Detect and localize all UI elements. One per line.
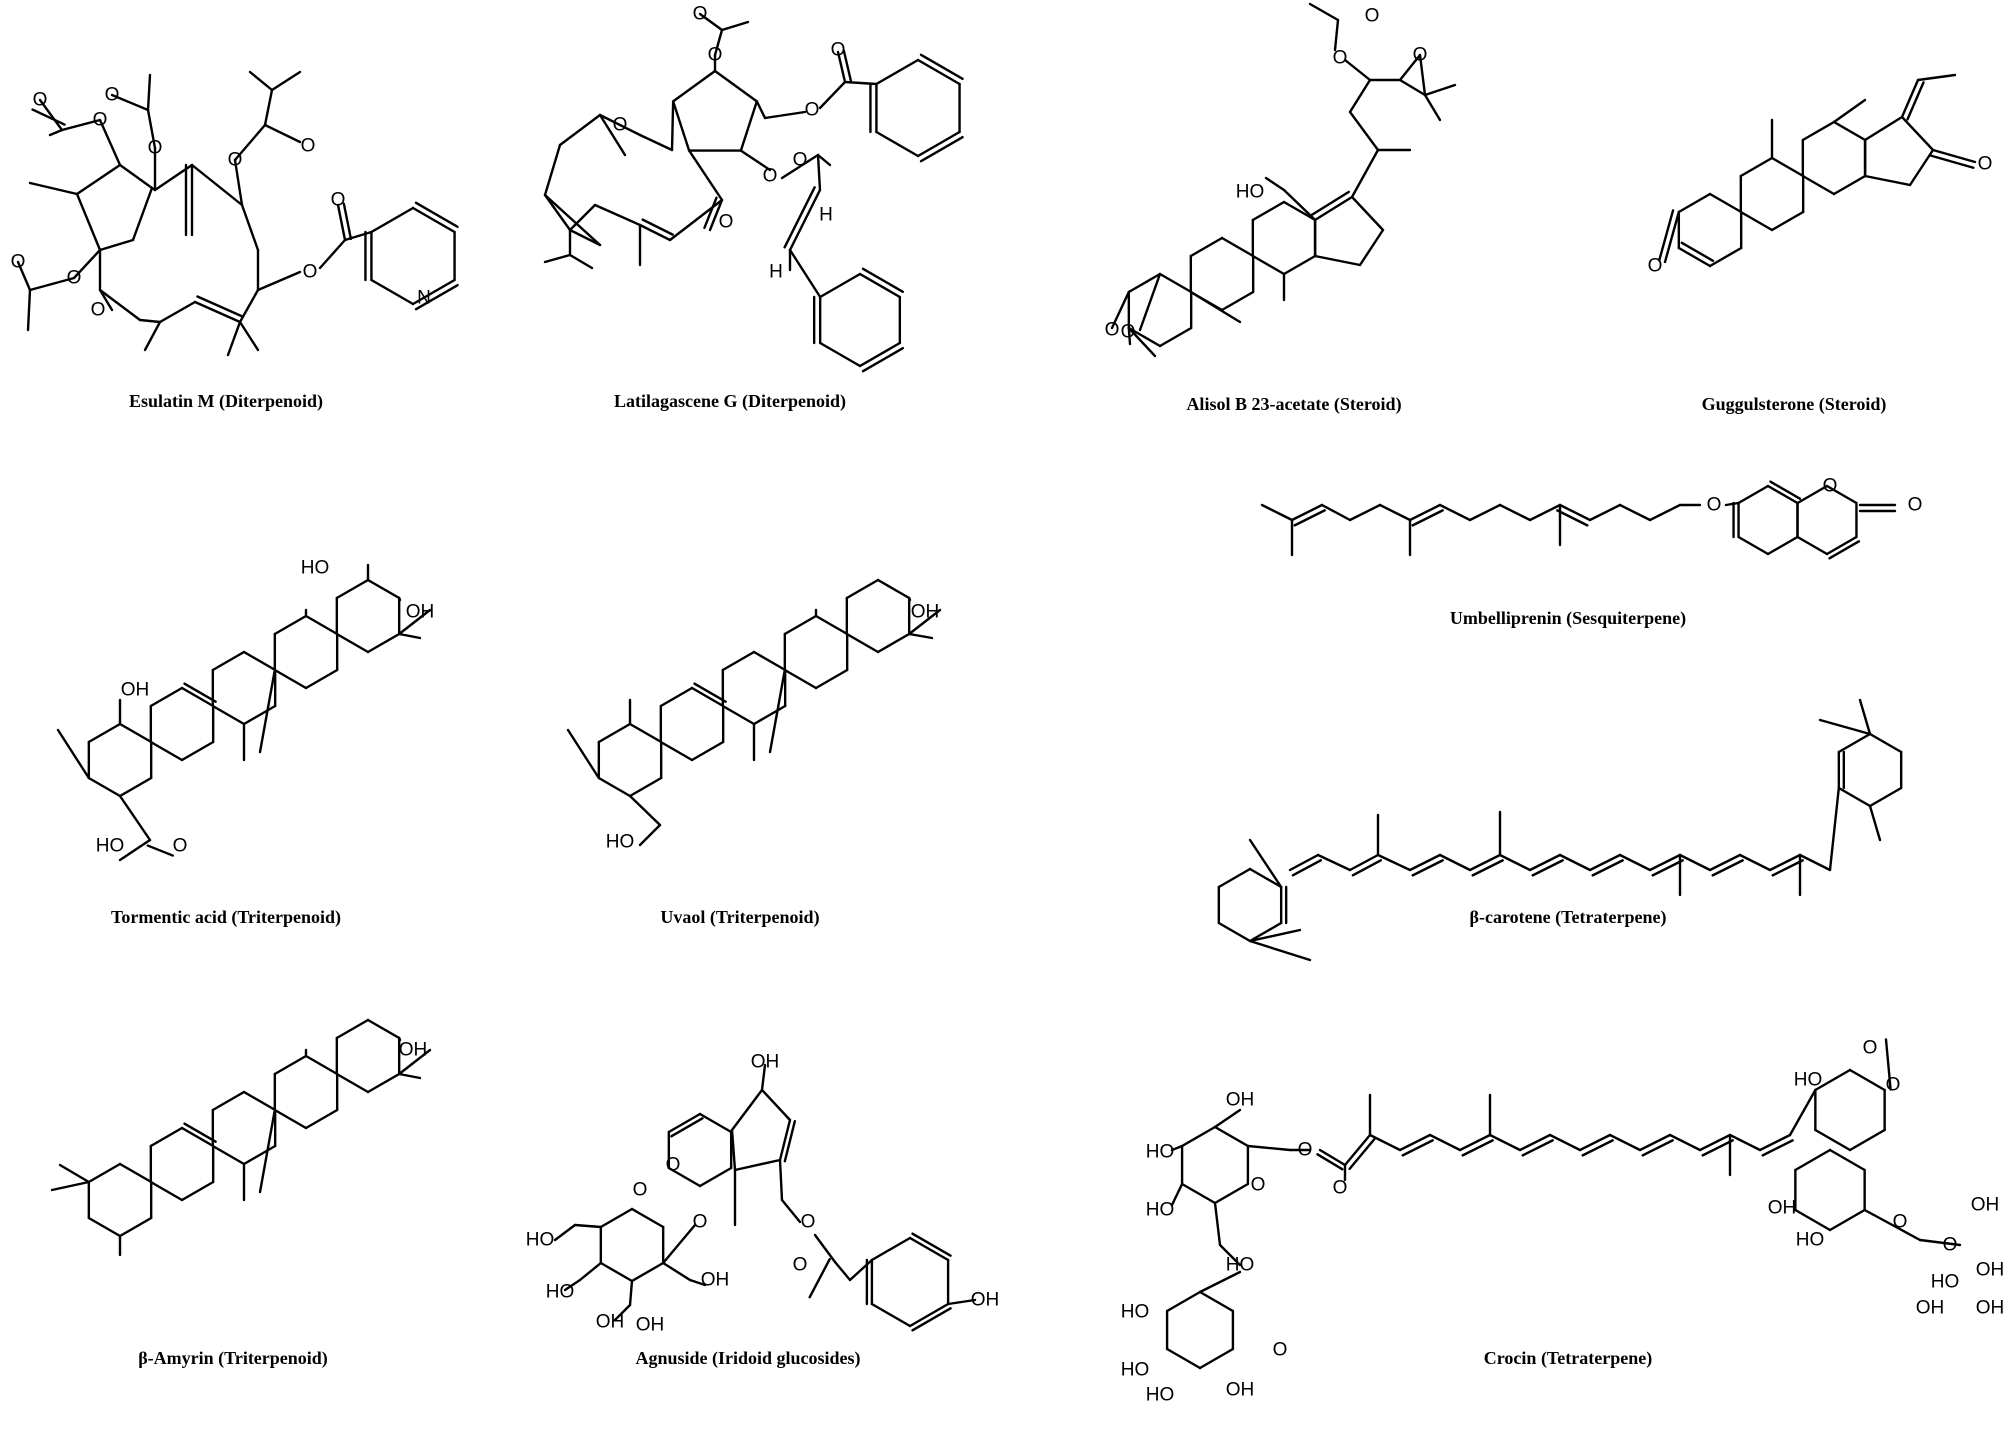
- atom-label: O: [1333, 48, 1348, 69]
- atom-label: HO: [96, 836, 125, 857]
- structure-beta-carotene: [1217, 698, 1903, 962]
- atom-label: O: [1273, 1340, 1288, 1361]
- atom-label: N: [417, 288, 431, 309]
- atom-label: O: [805, 100, 820, 121]
- atom-label: O: [693, 4, 708, 25]
- atom-label: HO: [1236, 182, 1265, 203]
- atom-label: OH: [1916, 1298, 1945, 1319]
- atom-label: HO: [1796, 1230, 1825, 1251]
- atom-label: OH: [751, 1052, 780, 1073]
- atom-label: HO: [301, 558, 330, 579]
- atom-label: O: [91, 300, 106, 321]
- atom-label: HO: [526, 1230, 555, 1251]
- atom-label: O: [666, 1155, 681, 1176]
- structure-beta-amyrin: OH: [50, 1018, 432, 1257]
- atom-label: O: [633, 1180, 648, 1201]
- atom-label: OH: [121, 680, 150, 701]
- atom-label: OH: [971, 1290, 1000, 1311]
- structure-uvaol: OH HO: [566, 578, 942, 853]
- atom-label: O: [1908, 495, 1923, 516]
- atom-label: HO: [1121, 1302, 1150, 1323]
- atom-label: O: [1707, 495, 1722, 516]
- atom-label: HO: [1931, 1272, 1960, 1293]
- atom-label: HO: [1146, 1385, 1175, 1406]
- atom-label: O: [1978, 154, 1993, 175]
- caption-beta-amyrin: β-Amyrin (Triterpenoid): [138, 1348, 328, 1368]
- atom-label: OH: [399, 1040, 428, 1061]
- caption-uvaol: Uvaol (Triterpenoid): [660, 907, 820, 927]
- atom-label: O: [1105, 320, 1120, 341]
- caption-latilagascene-g: Latilagascene G (Diterpenoid): [614, 391, 846, 411]
- atom-label: O: [303, 262, 318, 283]
- atom-label: HO: [606, 832, 635, 853]
- atom-label: O: [11, 252, 26, 273]
- caption-agnuside: Agnuside (Iridoid glucosides): [635, 1348, 861, 1368]
- atom-label: O: [67, 268, 82, 289]
- caption-esulatin-m: Esulatin M (Diterpenoid): [128, 391, 324, 411]
- caption-beta-carotene: β-carotene (Tetraterpene): [1469, 907, 1667, 927]
- atom-label: O: [331, 190, 346, 211]
- atom-label: O: [1413, 45, 1428, 66]
- atom-label: OH: [1768, 1198, 1797, 1219]
- caption-tormentic-acid: Tormentic acid (Triterpenoid): [111, 907, 341, 927]
- atom-label: OH: [1976, 1260, 2005, 1281]
- atom-label: O: [801, 1212, 816, 1233]
- atom-label: O: [33, 90, 48, 111]
- caption-umbelliprenin: Umbelliprenin (Sesquiterpene): [1449, 608, 1687, 628]
- atom-label: O: [613, 115, 628, 136]
- atom-label: HO: [1146, 1200, 1175, 1221]
- structure-umbelliprenin: OOO: [1260, 476, 1923, 560]
- atom-label: OH: [636, 1315, 665, 1336]
- atom-label: OH: [701, 1270, 730, 1291]
- atom-label: O: [301, 136, 316, 157]
- atom-label: O: [793, 150, 808, 171]
- caption-alisol-b-23-acetate: Alisol B 23-acetate (Steroid): [1186, 394, 1402, 414]
- atom-label: O: [1251, 1175, 1266, 1196]
- atom-label: H: [769, 262, 783, 283]
- atom-label: O: [693, 1212, 708, 1233]
- atom-label: O: [1333, 1178, 1348, 1199]
- atom-label: O: [763, 166, 778, 187]
- atom-label: O: [1863, 1038, 1878, 1059]
- atom-label: HO: [546, 1282, 575, 1303]
- atom-label: OH: [1226, 1380, 1255, 1401]
- atom-label: OH: [1226, 1090, 1255, 1111]
- atom-label: HO: [1226, 1255, 1255, 1276]
- atom-label: O: [793, 1255, 808, 1276]
- atom-label: OH: [596, 1312, 625, 1333]
- atom-label: O: [831, 40, 846, 61]
- atom-label: O: [1943, 1235, 1958, 1256]
- structure-tormentic-acid: HO OH OH HO O: [56, 558, 435, 862]
- caption-guggulsterone: Guggulsterone (Steroid): [1701, 394, 1887, 414]
- atom-label: O: [105, 85, 120, 106]
- atom-label: O: [93, 110, 108, 131]
- atom-label: OH: [1976, 1298, 2005, 1319]
- atom-label: O: [1823, 476, 1838, 497]
- caption-crocin: Crocin (Tetraterpene): [1483, 1348, 1653, 1368]
- atom-label: HO: [1146, 1142, 1175, 1163]
- structure-guggulsterone: OO: [1648, 73, 1993, 277]
- atom-label: O: [719, 212, 734, 233]
- atom-label: H: [819, 205, 833, 226]
- atom-label: OH: [911, 602, 940, 623]
- atom-label: OH: [406, 602, 435, 623]
- atom-label: HO: [1794, 1070, 1823, 1091]
- atom-label: O: [1365, 6, 1380, 27]
- atom-label: O: [173, 836, 188, 857]
- atom-label: O: [1298, 1140, 1313, 1161]
- atom-label: O: [1886, 1075, 1901, 1096]
- atom-label: HO: [1121, 1360, 1150, 1381]
- atom-label: OH: [1971, 1195, 2000, 1216]
